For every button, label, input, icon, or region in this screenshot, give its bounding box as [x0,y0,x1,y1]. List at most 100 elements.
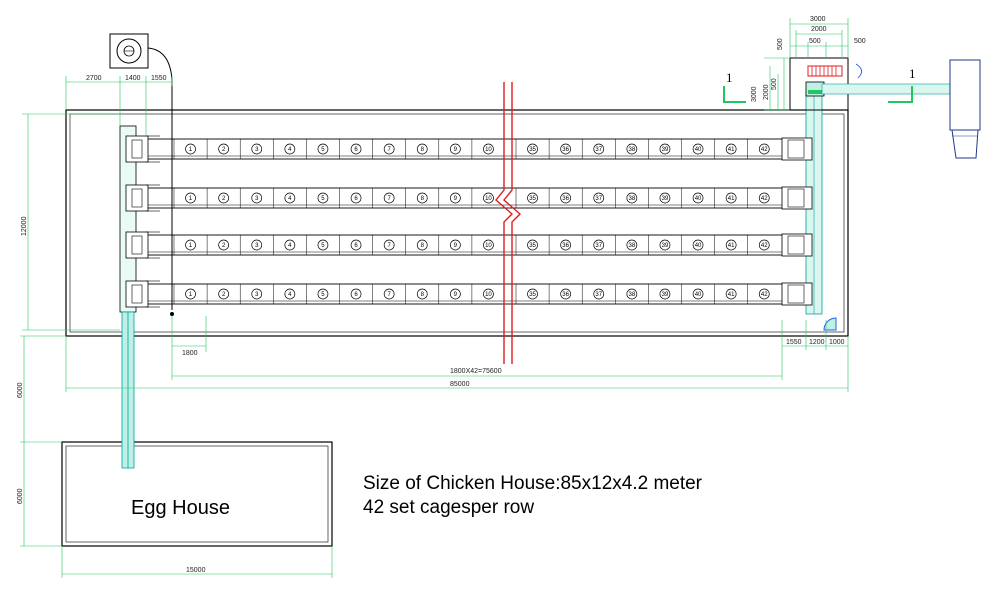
svg-text:1: 1 [909,66,916,81]
dim-12000: 12000 [21,216,28,236]
cage-marker [383,239,395,251]
cage-marker [659,192,671,204]
chicken-house-inner-wall [69,113,845,333]
control-room [789,57,973,111]
dim-75600: 1800X42=75600 [450,368,502,375]
dimension-lines [20,18,849,578]
cage-number: 42 [761,292,768,298]
cage-marker [659,239,671,251]
cage-number: 5 [321,147,325,153]
cage-number: 39 [662,292,669,298]
cage-marker [593,143,605,155]
cage-number: 35 [529,243,536,249]
cage-marker [251,288,263,300]
cage-number: 6 [354,147,358,153]
main-egg-conveyor [119,125,137,469]
cage-number: 2 [222,292,226,298]
dim-1800: 1800 [182,350,198,357]
cage-number: 41 [728,196,735,202]
cage-marker [218,288,229,300]
cage-marker [251,143,263,155]
cage-number: 37 [595,196,602,202]
cage-marker [284,143,296,155]
cage-marker [416,143,428,155]
cage-marker [317,192,329,204]
cage-number: 41 [728,292,735,298]
cage-marker [692,288,704,300]
cage-number: 10 [485,243,492,249]
cage-marker [383,192,395,204]
cage-marker [218,239,229,251]
dim-1000: 1000 [829,339,845,346]
cage-marker [483,192,494,204]
cage-number: 4 [288,243,292,249]
cage-number: 40 [695,196,702,202]
dim-6000-lower: 6000 [17,488,24,504]
cage-marker [284,192,296,204]
cage-marker [317,288,329,300]
cage-number: 7 [387,292,391,298]
dim-500-c: 500 [854,38,866,45]
cage-number: 9 [454,292,458,298]
cage-number: 42 [761,243,768,249]
cage-number: 8 [421,147,425,153]
cage-number: 37 [595,243,602,249]
dim-2000-side: 2000 [763,84,770,100]
cage-marker [185,192,196,204]
cage-number: 5 [321,243,325,249]
feeder-head [125,280,160,308]
cage-marker [560,192,572,204]
cage-marker [383,143,395,155]
section-mark-right: 1 [888,66,916,103]
cage-number: 1 [189,196,193,202]
cage-number: 10 [485,196,492,202]
cage-number: 38 [629,196,636,202]
cage-number: 10 [485,292,492,298]
cage-number: 1 [189,292,193,298]
cage-marker [416,288,428,300]
feeder-head [125,184,160,212]
cage-marker [185,288,196,300]
row-tail [781,233,813,257]
cage-marker [527,143,538,155]
cage-number: 39 [662,147,669,153]
cage-number: 10 [485,147,492,153]
cage-marker [416,239,428,251]
cage-marker [450,239,461,251]
cage-number: 2 [222,243,226,249]
cage-marker [185,143,196,155]
cage-marker [251,239,263,251]
cage-marker [593,192,605,204]
cage-marker [483,143,494,155]
dim-500-a: 500 [777,38,784,50]
cage-number: 39 [662,196,669,202]
cage-number: 40 [695,243,702,249]
cage-marker [626,192,638,204]
cage-number: 9 [454,196,458,202]
cage-number: 6 [354,292,358,298]
break-cut-line [495,82,522,364]
cage-number: 5 [321,292,325,298]
cage-number: 6 [354,196,358,202]
feeder-head [125,231,160,259]
cage-marker [692,239,704,251]
cage-marker [527,239,538,251]
truck [949,59,981,159]
feed-silo [109,33,174,316]
cage-number: 38 [629,292,636,298]
cage-marker [626,239,638,251]
cage-number: 8 [421,243,425,249]
row-tail [781,186,813,210]
cage-marker [450,143,461,155]
egg-house-outline [61,441,333,547]
svg-text:1: 1 [726,70,733,85]
cage-marker [483,239,494,251]
cage-marker [593,288,605,300]
cage-marker [450,192,461,204]
cage-number: 41 [728,147,735,153]
cage-number: 38 [629,243,636,249]
